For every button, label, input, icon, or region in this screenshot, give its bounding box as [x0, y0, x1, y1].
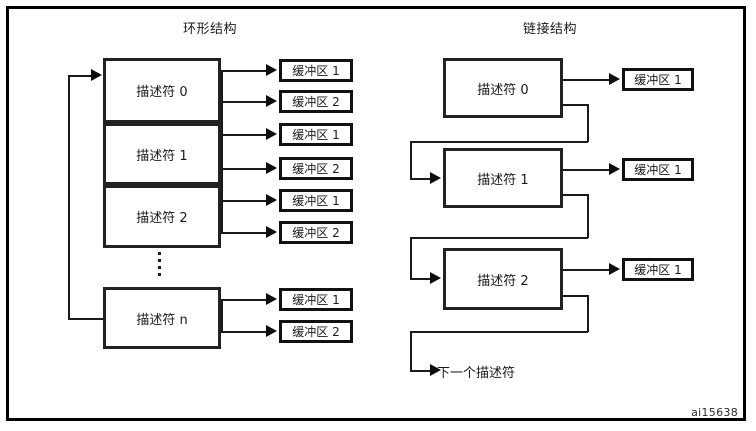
linked-descriptor-2-label: 描述符 2	[477, 273, 529, 289]
ring-descriptor-2-label: 描述符 2	[136, 211, 188, 226]
linked-descriptor-0-label: 描述符 0	[477, 82, 529, 98]
ring-loop-arrowhead-icon	[91, 69, 102, 81]
ring-buffer-5[interactable]: 缓冲区 2	[279, 221, 353, 244]
ring-connector-6	[221, 299, 268, 301]
ring-buffer-1-label: 缓冲区 2	[292, 95, 340, 109]
ring-descriptor-1-label: 描述符 1	[136, 148, 188, 164]
ring-buffer-3[interactable]: 缓冲区 2	[279, 157, 353, 180]
linked-buffer-0[interactable]: 缓冲区 1	[622, 68, 694, 91]
ring-arrow-5-icon	[266, 226, 277, 238]
ring-descriptor-n-label: 描述符 n	[136, 312, 188, 328]
ring-buffer-0[interactable]: 缓冲区 1	[279, 59, 353, 82]
ring-descriptor-2[interactable]: 描述符 2	[103, 185, 221, 248]
ring-buffer-2[interactable]: 缓冲区 1	[279, 123, 353, 146]
ring-loop-bottom-segment	[68, 318, 104, 320]
linked-buffer-0-label: 缓冲区 1	[634, 73, 682, 87]
link-2-next-drop	[587, 295, 589, 332]
ring-connector-4	[221, 200, 268, 202]
next-descriptor-label: 下一个描述符	[437, 366, 516, 381]
link-1-2-drop	[587, 194, 589, 238]
ring-descriptor-1[interactable]: 描述符 1	[103, 123, 221, 185]
link-2-next-entry	[410, 370, 432, 372]
ellipsis-dot	[158, 252, 161, 255]
linked-buffer-2[interactable]: 缓冲区 1	[622, 258, 694, 281]
ellipsis-dot	[158, 266, 161, 269]
link-2-next-arrowhead-icon	[430, 364, 441, 376]
linked-connector-buffer-1	[563, 169, 611, 171]
ring-buffer-3-label: 缓冲区 2	[292, 162, 340, 176]
link-2-next-rise	[410, 331, 412, 371]
ring-connector-5	[221, 232, 268, 234]
ring-descriptor-n[interactable]: 描述符 n	[103, 287, 221, 349]
ring-arrow-1-icon	[266, 95, 277, 107]
link-1-2-arrowhead-icon	[430, 272, 441, 284]
ring-arrow-3-icon	[266, 162, 277, 174]
ring-buffer-6[interactable]: 缓冲区 1	[279, 288, 353, 311]
ring-buffer-6-label: 缓冲区 1	[292, 293, 340, 307]
ring-descriptor-0-label: 描述符 0	[136, 85, 188, 100]
ring-buffer-4-label: 缓冲区 1	[292, 194, 340, 208]
ring-connector-7	[221, 331, 268, 333]
ring-connector-3	[221, 168, 268, 170]
ring-buffer-0-label: 缓冲区 1	[292, 64, 340, 78]
linked-arrow-buffer-2-icon	[609, 263, 620, 275]
ring-arrow-2-icon	[266, 128, 277, 140]
link-0-1-run	[410, 141, 588, 143]
ring-edge-spine-upper	[221, 70, 223, 233]
link-0-1-stub	[563, 104, 588, 106]
ring-connector-1	[221, 101, 268, 103]
linked-arrow-buffer-0-icon	[609, 73, 620, 85]
linked-buffer-1-label: 缓冲区 1	[634, 163, 682, 177]
section-title-ring: 环形结构	[183, 22, 238, 37]
ring-loop-left-segment	[68, 75, 70, 319]
ring-buffer-4[interactable]: 缓冲区 1	[279, 189, 353, 212]
ring-arrow-0-icon	[266, 64, 277, 76]
ring-descriptor-0[interactable]: 描述符 0	[103, 58, 221, 123]
figure-id-watermark: ai15638	[691, 406, 738, 419]
linked-buffer-2-label: 缓冲区 1	[634, 263, 682, 277]
linked-descriptor-1-label: 描述符 1	[477, 172, 529, 188]
ring-ellipsis	[158, 252, 161, 276]
ring-buffer-7[interactable]: 缓冲区 2	[279, 320, 353, 343]
link-1-2-rise	[410, 237, 412, 279]
link-1-2-stub	[563, 194, 588, 196]
ring-connector-2	[221, 134, 268, 136]
link-0-1-entry	[410, 178, 432, 180]
ring-buffer-1[interactable]: 缓冲区 2	[279, 90, 353, 113]
link-2-next-run	[410, 331, 588, 333]
ellipsis-dot	[158, 273, 161, 276]
ring-arrow-6-icon	[266, 293, 277, 305]
ring-arrow-7-icon	[266, 325, 277, 337]
ring-buffer-2-label: 缓冲区 1	[292, 128, 340, 142]
linked-arrow-buffer-1-icon	[609, 163, 620, 175]
link-0-1-rise	[410, 141, 412, 179]
figure-frame	[6, 6, 746, 421]
ellipsis-dot	[158, 259, 161, 262]
ring-buffer-5-label: 缓冲区 2	[292, 226, 340, 240]
section-title-linked: 链接结构	[523, 22, 578, 37]
linked-connector-buffer-0	[563, 79, 611, 81]
linked-descriptor-0[interactable]: 描述符 0	[443, 58, 563, 118]
link-1-2-entry	[410, 278, 432, 280]
linked-connector-buffer-2	[563, 269, 611, 271]
linked-descriptor-1[interactable]: 描述符 1	[443, 148, 563, 208]
ring-connector-0	[221, 70, 268, 72]
ring-loop-top-segment	[68, 75, 92, 77]
linked-buffer-1[interactable]: 缓冲区 1	[622, 158, 694, 181]
ring-arrow-4-icon	[266, 194, 277, 206]
ring-buffer-7-label: 缓冲区 2	[292, 325, 340, 339]
link-0-1-drop	[587, 104, 589, 142]
link-0-1-arrowhead-icon	[430, 172, 441, 184]
link-2-next-stub	[563, 295, 588, 297]
link-1-2-run	[410, 237, 588, 239]
ring-edge-spine-lower	[221, 299, 223, 332]
linked-descriptor-2[interactable]: 描述符 2	[443, 248, 563, 310]
